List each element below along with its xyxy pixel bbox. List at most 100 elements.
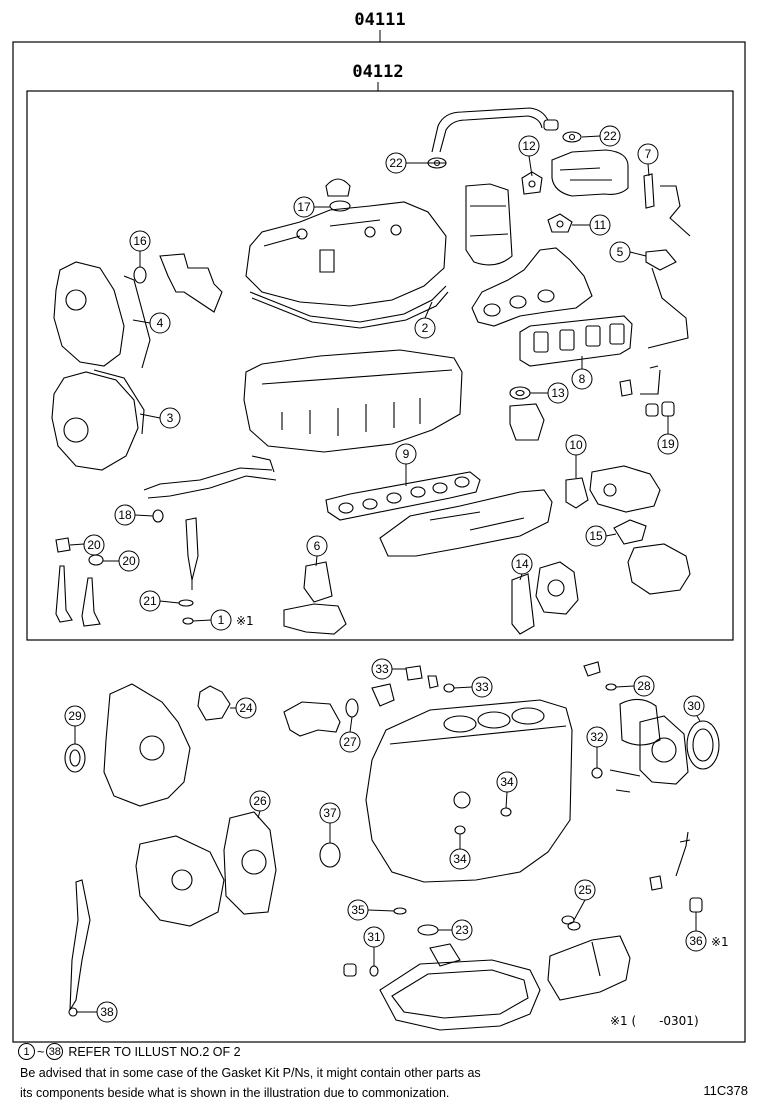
note-line-2: its components beside what is shown in t…	[20, 1086, 450, 1100]
callout-7: 7	[637, 143, 659, 165]
svg-text:16: 16	[133, 234, 147, 248]
legend-text: REFER TO ILLUST NO.2 OF 2	[68, 1044, 241, 1059]
svg-text:7: 7	[645, 147, 652, 161]
svg-text:30: 30	[687, 699, 701, 713]
svg-text:8: 8	[579, 372, 586, 386]
callout-22b: 22	[599, 125, 621, 147]
svg-text:3: 3	[167, 411, 174, 425]
callout-21: 21	[139, 590, 161, 612]
callout-33a: 33	[371, 658, 393, 680]
note-line-1: Be advised that in some case of the Gask…	[20, 1066, 481, 1080]
svg-text:33: 33	[375, 662, 389, 676]
svg-text:22: 22	[603, 129, 617, 143]
svg-text:6: 6	[314, 539, 321, 553]
callout-34b: 34	[449, 848, 471, 870]
upper-parts	[51, 107, 691, 635]
svg-text:25: 25	[578, 883, 592, 897]
svg-text:21: 21	[143, 594, 157, 608]
callout-14: 14	[511, 553, 533, 575]
callout-17: 17	[293, 196, 315, 218]
svg-text:1: 1	[218, 613, 225, 627]
svg-text:26: 26	[253, 794, 267, 808]
svg-text:2: 2	[422, 321, 429, 335]
svg-text:18: 18	[118, 508, 132, 522]
callout-2: 2	[414, 317, 436, 339]
svg-text:17: 17	[297, 200, 311, 214]
svg-text:24: 24	[239, 701, 253, 715]
callout-9: 9	[395, 443, 417, 465]
callout-5: 5	[609, 241, 631, 263]
leader-lines	[69, 135, 701, 1013]
callout-18: 18	[114, 504, 136, 526]
callout-15: 15	[585, 525, 607, 547]
svg-text:27: 27	[343, 735, 357, 749]
callout-10: 10	[565, 434, 587, 456]
callout-28: 28	[633, 675, 655, 697]
svg-text:35: 35	[351, 903, 365, 917]
svg-text:31: 31	[367, 930, 381, 944]
callout-32: 32	[586, 726, 608, 748]
svg-text:20: 20	[122, 554, 136, 568]
svg-text:5: 5	[617, 245, 624, 259]
callout-1: 1	[210, 609, 232, 631]
svg-text:12: 12	[522, 139, 536, 153]
svg-text:29: 29	[68, 709, 82, 723]
callout-16: 16	[129, 230, 151, 252]
figure-code: 11C378	[703, 1083, 748, 1098]
callout-38: 38	[96, 1001, 118, 1023]
legend-from: 1	[18, 1043, 35, 1060]
svg-text:19: 19	[661, 437, 675, 451]
callout-30: 30	[683, 695, 705, 717]
svg-text:20: 20	[87, 538, 101, 552]
kit-label-inner: 04112	[352, 62, 403, 82]
callout-26: 26	[249, 790, 271, 812]
callout-22a: 22	[385, 152, 407, 174]
mark-36: ※1	[711, 935, 729, 949]
callout-29: 29	[64, 705, 86, 727]
callout-8: 8	[571, 368, 593, 390]
svg-text:11: 11	[594, 218, 607, 232]
svg-text:9: 9	[403, 447, 410, 461]
inner-kit-frame	[26, 90, 734, 641]
svg-text:14: 14	[515, 557, 529, 571]
callout-13: 13	[547, 382, 569, 404]
callout-37: 37	[319, 802, 341, 824]
callout-6: 6	[306, 535, 328, 557]
svg-text:34: 34	[500, 775, 514, 789]
legend-row: 1 ~ 38 REFER TO ILLUST NO.2 OF 2	[18, 1043, 241, 1060]
callout-20a: 20	[83, 534, 105, 556]
svg-text:28: 28	[637, 679, 651, 693]
svg-text:13: 13	[551, 386, 565, 400]
callout-34a: 34	[496, 771, 518, 793]
callout-24: 24	[235, 697, 257, 719]
callout-35: 35	[347, 899, 369, 921]
callout-27: 27	[339, 731, 361, 753]
callout-23: 23	[451, 919, 473, 941]
callout-3: 3	[159, 407, 181, 429]
callout-19: 19	[657, 433, 679, 455]
callout-11: 11	[589, 214, 611, 236]
mark-1: ※1	[236, 614, 254, 628]
svg-text:10: 10	[569, 438, 583, 452]
outer-kit-frame	[12, 41, 746, 1043]
svg-text:15: 15	[589, 529, 603, 543]
svg-text:22: 22	[389, 156, 403, 170]
svg-text:34: 34	[453, 852, 467, 866]
callout-25: 25	[574, 879, 596, 901]
callout-20b: 20	[118, 550, 140, 572]
callout-4: 4	[149, 312, 171, 334]
lower-parts	[64, 661, 720, 1031]
production-footnote: ※1 ( -0301)	[610, 1014, 699, 1028]
callout-33b: 33	[471, 676, 493, 698]
svg-text:4: 4	[157, 316, 164, 330]
svg-text:23: 23	[455, 923, 469, 937]
svg-text:37: 37	[323, 806, 337, 820]
callout-12: 12	[518, 135, 540, 157]
callout-31: 31	[363, 926, 385, 948]
svg-text:36: 36	[689, 934, 703, 948]
legend-tilde: ~	[37, 1044, 45, 1059]
svg-text:32: 32	[590, 730, 604, 744]
callout-36: 36	[685, 930, 707, 952]
svg-text:33: 33	[475, 680, 489, 694]
